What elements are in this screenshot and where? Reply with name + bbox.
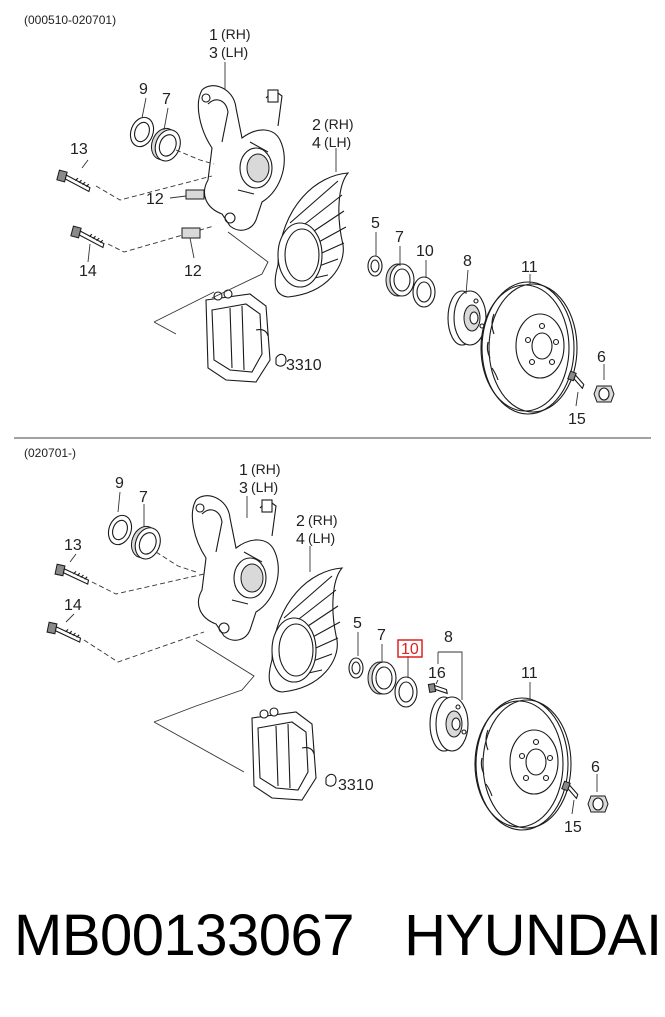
bearing-7-outer: [385, 263, 415, 297]
bolt-14: [69, 225, 107, 249]
clip-12-upper: [169, 189, 205, 200]
highlight-box-10[interactable]: [397, 639, 423, 658]
label-rh-1: (RH): [251, 461, 281, 477]
label-rh-1: (RH): [221, 26, 251, 42]
label-1: 1: [209, 27, 218, 44]
label-13: 13: [70, 141, 88, 158]
label-4: 4: [312, 135, 321, 152]
seal-5: [367, 255, 383, 277]
seal-5: [348, 657, 364, 679]
label-12-lower: 12: [184, 263, 202, 280]
diagram-panel-top: (000510-020701): [24, 13, 615, 428]
label-7-right: 7: [395, 229, 404, 246]
label-7-left: 7: [162, 91, 171, 108]
bolt-13: [55, 169, 93, 193]
product-caption: MB00133067 HYUNDAI: [14, 902, 662, 972]
label-11: 11: [521, 259, 538, 276]
panel-top-date-range: (000510-020701): [24, 13, 116, 27]
stud-15: [565, 370, 588, 389]
label-9: 9: [115, 475, 124, 492]
label-9: 9: [139, 81, 148, 98]
stud-15: [559, 780, 582, 799]
bearing-7-outer: [367, 661, 397, 695]
label-4: 4: [296, 531, 305, 548]
bolt-13: [53, 563, 91, 585]
label-10-highlighted[interactable]: 10: [401, 641, 419, 658]
disc-11: [480, 281, 578, 415]
label-14: 14: [64, 597, 82, 614]
parts-diagram: (000510-020701): [14, 13, 651, 836]
brand-name: HYUNDAI: [404, 903, 662, 968]
label-13: 13: [64, 537, 82, 554]
seal-10: [412, 276, 436, 308]
label-8: 8: [463, 253, 472, 270]
label-15: 15: [564, 819, 582, 836]
label-5: 5: [371, 215, 380, 232]
knuckle: [197, 85, 285, 231]
label-lh-4: (LH): [308, 530, 335, 546]
dust-shield: [268, 567, 343, 693]
label-7-left: 7: [139, 489, 148, 506]
clip-12-lower: [181, 227, 201, 259]
label-lh-3: (LH): [251, 479, 278, 495]
label-6: 6: [597, 349, 606, 366]
dust-shield: [274, 172, 349, 298]
brake-caliper: [205, 289, 271, 383]
bolt-14: [45, 621, 83, 643]
label-14: 14: [79, 263, 97, 280]
hub-8: [429, 696, 469, 752]
label-lh-3: (LH): [221, 44, 248, 60]
label-11: 11: [521, 665, 538, 682]
disc-11: [474, 697, 572, 831]
label-3: 3: [209, 45, 218, 62]
label-16: 16: [428, 665, 446, 682]
stud-16: [427, 681, 448, 697]
label-6: 6: [591, 759, 600, 776]
label-7-right: 7: [377, 627, 386, 644]
label-2: 2: [296, 513, 305, 530]
label-rh-2: (RH): [308, 512, 338, 528]
label-caliper-3310: 3310: [338, 777, 374, 794]
label-2: 2: [312, 117, 321, 134]
label-15: 15: [568, 411, 586, 428]
seal-9: [103, 511, 137, 549]
label-rh-2: (RH): [324, 116, 354, 132]
bearing-7-inner: [126, 522, 166, 564]
seal-10: [394, 676, 418, 708]
part-number: MB00133067: [14, 903, 355, 968]
panel-bottom-date-range: (020701-): [24, 446, 76, 460]
diagram-panel-bottom: (020701-): [24, 446, 609, 836]
knuckle: [191, 495, 279, 641]
label-5: 5: [353, 615, 362, 632]
label-10: 10: [416, 243, 434, 260]
brake-caliper: [251, 707, 317, 801]
label-12-upper: 12: [146, 191, 164, 208]
label-1: 1: [239, 462, 248, 479]
nut-6: [587, 795, 609, 813]
label-8: 8: [444, 629, 453, 646]
label-3: 3: [239, 480, 248, 497]
nut-6: [593, 385, 615, 403]
hub-8: [447, 290, 487, 346]
label-lh-4: (LH): [324, 134, 351, 150]
label-caliper-3310: 3310: [286, 357, 322, 374]
